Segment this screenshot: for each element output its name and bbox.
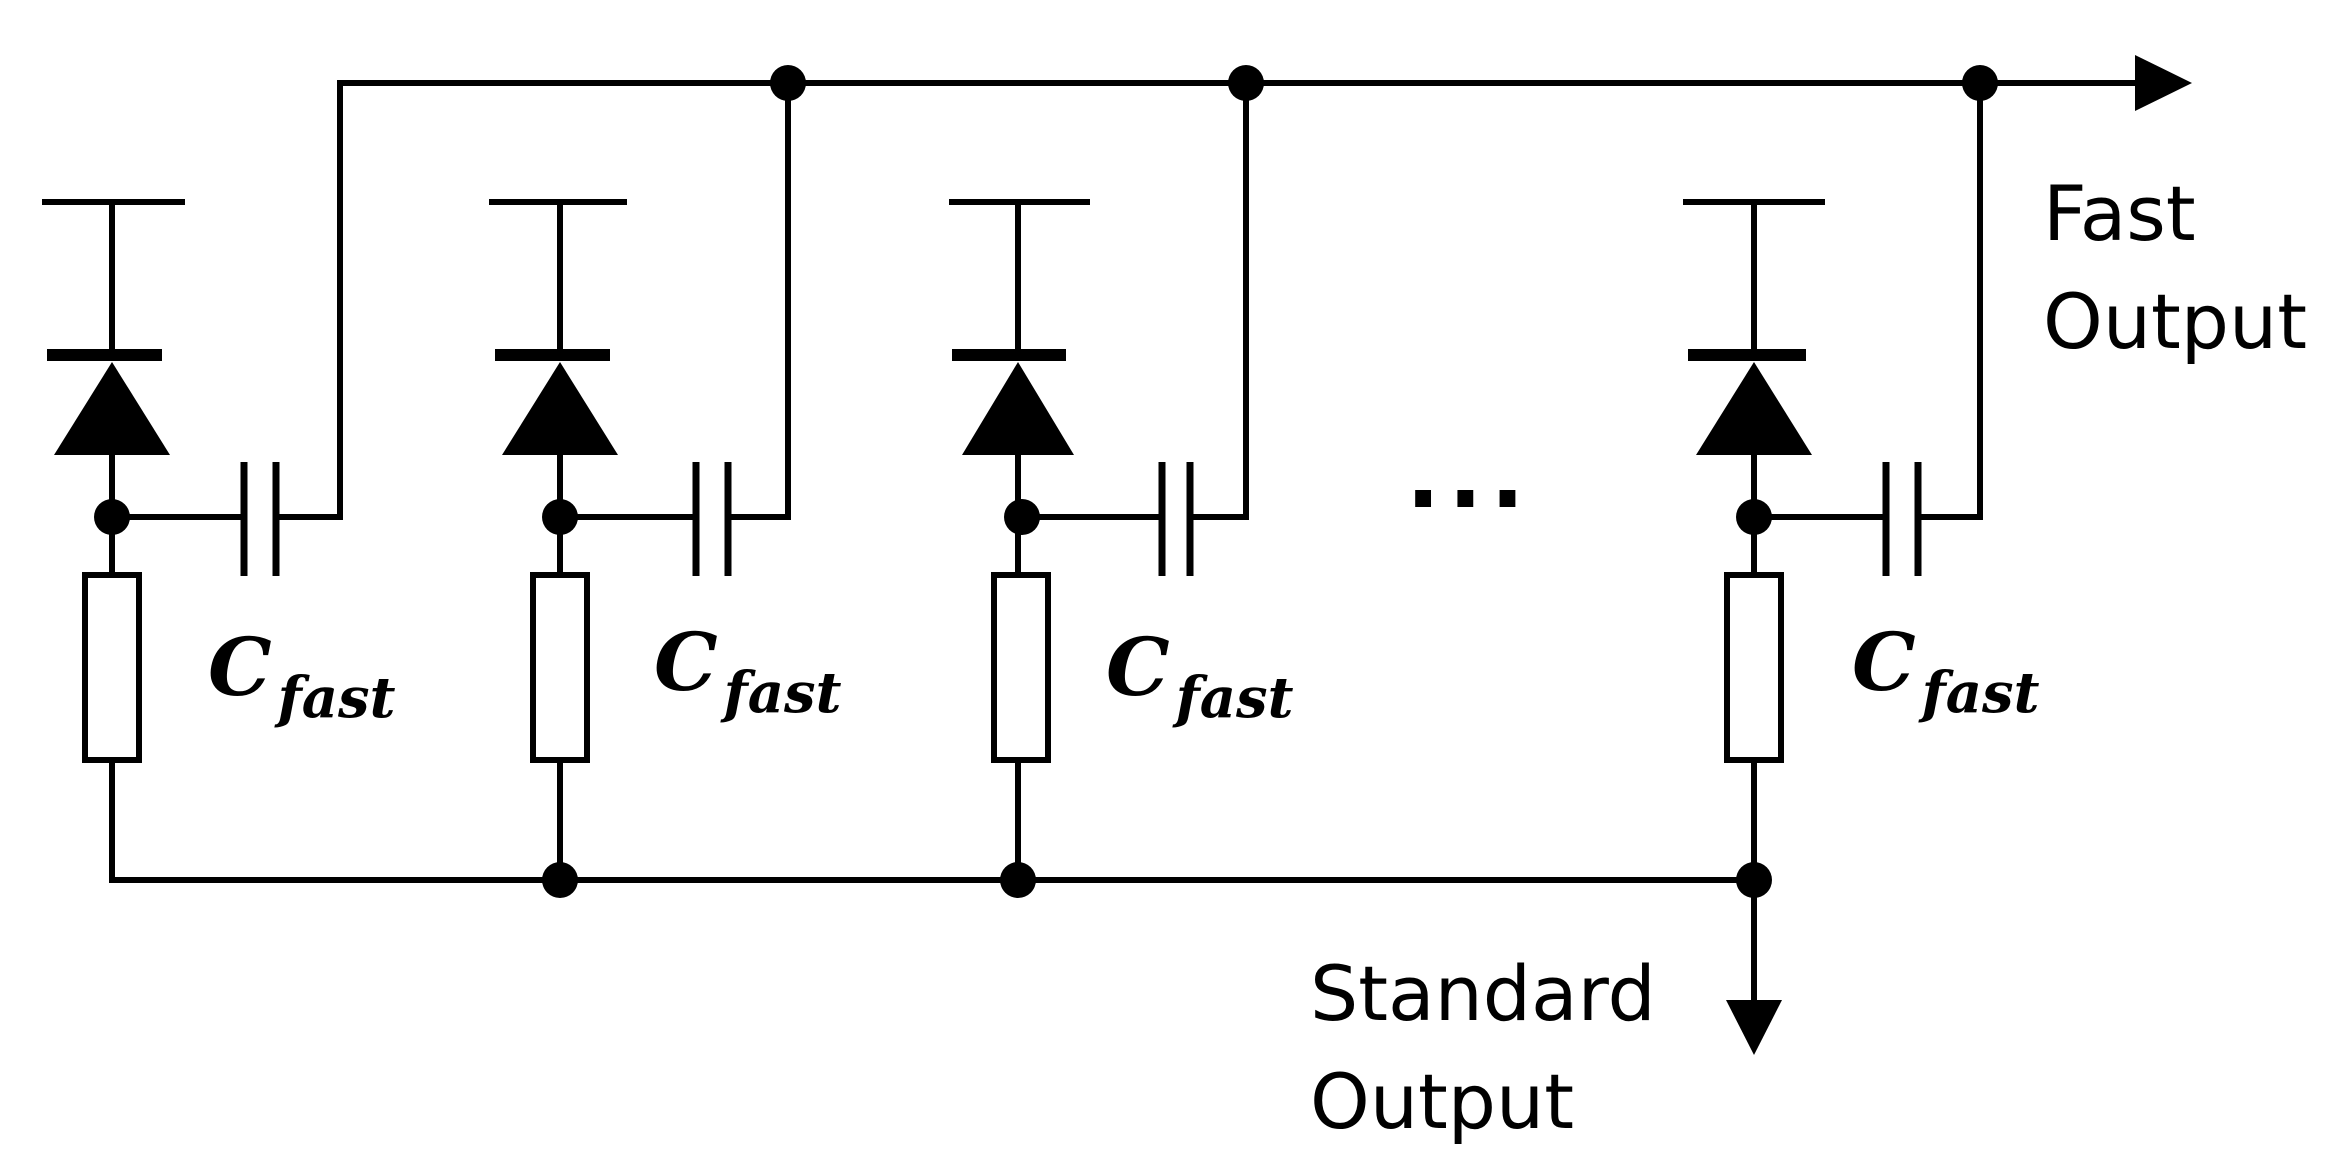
quench-resistor [1724, 572, 1784, 763]
diode-triangle [1696, 362, 1812, 455]
diode-triangle [962, 362, 1074, 455]
fast-output-bus [337, 55, 2192, 111]
quench-resistor [82, 572, 142, 763]
quench-resistor [530, 572, 590, 763]
ellipsis: ··· [1406, 447, 1533, 552]
quench-resistor [991, 572, 1051, 763]
diode-triangle [54, 362, 170, 455]
standard-output-label-line1: Standard [1310, 949, 1656, 1038]
fast-output-label-line1: Fast [2043, 169, 2196, 258]
standard-output-label-line2: Output [1310, 1057, 1574, 1146]
fast-output-label-line2: Output [2043, 277, 2307, 366]
standard-output-arrow [1726, 1000, 1782, 1055]
fast-output-arrow [2135, 55, 2192, 111]
diode-triangle [502, 362, 618, 455]
